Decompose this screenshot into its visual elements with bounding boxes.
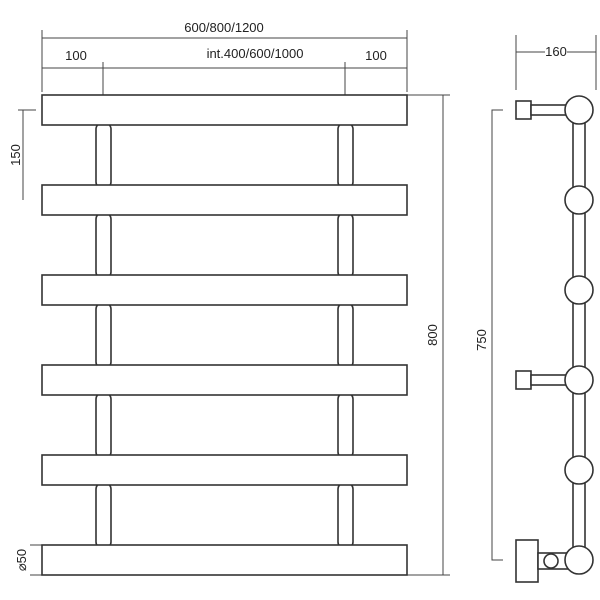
interaxis-dimension: 100 int.400/600/1000 100 — [42, 46, 407, 96]
overall-width-label: 600/800/1200 — [184, 20, 264, 35]
bar — [41, 274, 408, 306]
bar — [41, 364, 408, 396]
bar — [41, 184, 408, 216]
wall-bracket — [515, 100, 532, 120]
interaxis-label: int.400/600/1000 — [207, 46, 304, 61]
horizontal-bars — [41, 94, 408, 576]
depth-dimension: 160 — [515, 35, 597, 90]
right-offset-label: 100 — [365, 48, 387, 63]
wall-bracket — [515, 370, 532, 390]
overall-height-label: 800 — [425, 324, 440, 346]
bar — [41, 454, 408, 486]
side-view — [515, 95, 594, 583]
depth-label: 160 — [545, 44, 567, 59]
side-pipe — [572, 104, 586, 561]
bar-spacing-label: 150 — [8, 144, 23, 166]
mount-height-dimension: 750 — [474, 109, 503, 561]
valve-bracket — [515, 539, 539, 583]
left-offset-label: 100 — [65, 48, 87, 63]
mount-height-label: 750 — [474, 329, 489, 351]
bar-spacing-dimension: 150 — [8, 109, 36, 200]
overall-height-dimension: 800 — [407, 94, 450, 576]
tube-diameter-dimension: ⌀50 — [14, 544, 42, 576]
bar — [41, 544, 408, 576]
bar — [41, 94, 408, 126]
vertical-posts — [95, 122, 354, 549]
overall-width-dimension: 600/800/1200 — [41, 20, 408, 92]
tube-diameter-label: ⌀50 — [14, 549, 29, 571]
